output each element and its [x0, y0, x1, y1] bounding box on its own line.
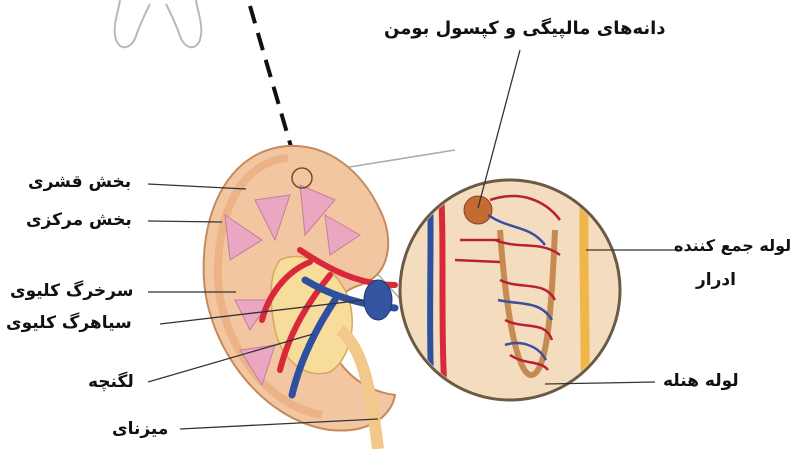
- dashed-connector: [250, 6, 292, 150]
- glomerulus: [464, 196, 492, 224]
- renal-vein-opening: [364, 280, 392, 320]
- collecting-duct: [584, 180, 585, 400]
- label-renal-artery: سرخرگ کلیوی: [10, 281, 133, 301]
- magnified-nephron: [400, 180, 620, 400]
- label-henle: لوله هنله: [663, 371, 739, 391]
- label-pelvis: لگنچه: [88, 372, 134, 392]
- label-malpighi: دانه‌های مالپیگی و کپسول بومن: [384, 18, 666, 40]
- nephron-artery: [440, 180, 445, 400]
- label-collecting-duct-line1: لوله جمع کننده: [674, 236, 791, 255]
- label-medulla: بخش مرکزی: [26, 210, 132, 230]
- label-renal-vein: سیاهرگ کلیوی: [6, 313, 132, 333]
- label-ureter: میزنای: [112, 419, 168, 439]
- label-cortex: بخش قشری: [28, 172, 131, 192]
- label-collecting-duct-line2: ادرار: [696, 270, 736, 290]
- body-outline-icon: [115, 0, 202, 47]
